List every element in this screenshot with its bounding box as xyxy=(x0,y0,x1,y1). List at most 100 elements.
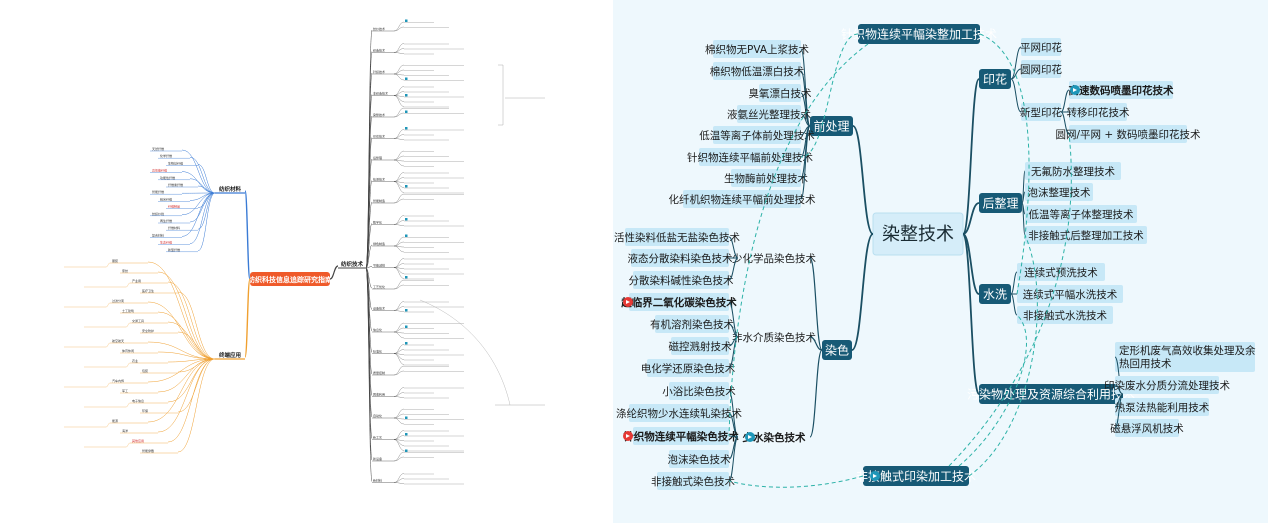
wastewater-item-box xyxy=(1115,342,1255,372)
line-pretreatment-item xyxy=(800,92,811,127)
low-water-item-label: 泡沫染色技术 xyxy=(668,453,731,466)
left-materials-leaf: 纳米纤维 xyxy=(160,196,172,201)
left-tech-sub-marker xyxy=(405,218,408,221)
left-application-subconnector xyxy=(125,322,131,328)
small-chem-item: 活性染料低盐无盐染色技术 xyxy=(614,228,740,246)
left-tech-leaf: 节能减排 xyxy=(373,263,385,268)
branch-dyeing-box xyxy=(822,340,852,360)
wastewater-item-box xyxy=(1115,398,1209,416)
pretreatment-item: 针织物连续平幅前处理技术 xyxy=(687,148,813,166)
non-water-item-label: 磁控溅射技术 xyxy=(669,340,732,353)
pretreatment-item-label: 生物酶前处理技术 xyxy=(724,172,808,185)
left-application-leaf: 医疗卫生 xyxy=(142,288,154,293)
left-tech-leaf: 设备技术 xyxy=(373,306,385,311)
top-box-knitted-continuous-box xyxy=(858,24,980,44)
left-application-connector xyxy=(177,358,216,453)
left-tech-subconnector xyxy=(393,91,405,96)
left-materials-connector xyxy=(189,192,216,244)
pretreatment-item-label: 棉织物低温漂白技术 xyxy=(710,65,805,78)
line-center-printing xyxy=(962,78,980,235)
finishing-item-box xyxy=(1025,205,1137,223)
left-branch-line-application xyxy=(244,278,251,358)
left-tech-subconnector xyxy=(393,181,405,193)
left-tech-sub-marker xyxy=(405,110,408,113)
left-materials-leaf: 新型纤维 xyxy=(168,247,180,252)
finishing-item-label: 无氟防水整理技术 xyxy=(1031,165,1115,178)
left-tech-subconnector xyxy=(393,263,405,268)
left-application-connector xyxy=(157,358,216,393)
wastewater-item-box xyxy=(1115,419,1179,437)
printing-item: 新型印花 xyxy=(1020,103,1062,121)
small-chem-item-box xyxy=(633,271,729,289)
left-tech-subconnector xyxy=(393,322,405,333)
washing-item: 非接触式水洗技术 xyxy=(1017,306,1113,324)
non-water-item-box xyxy=(671,337,729,355)
pretreatment-item: 棉织物低温漂白技术 xyxy=(710,62,805,80)
pretreatment-item-box xyxy=(731,169,801,187)
left-tech-sub-marker xyxy=(405,309,408,312)
left-mindmap-panel: 纺织科技信息追踪研究指南纺织材料终端应用纺织技术天然纤维化学纤维生物基纤维高性能… xyxy=(0,0,600,523)
left-tech-subconnector xyxy=(393,392,405,397)
left-materials-connector xyxy=(197,192,216,230)
left-tech-sub-marker xyxy=(405,276,408,279)
pretreatment-item-box xyxy=(759,84,801,102)
left-application-leaf: 服装 xyxy=(112,258,118,263)
wastewater-item: 热泵法热能利用技术 xyxy=(1115,398,1210,416)
left-tech-leaf: 染整技术 xyxy=(373,112,385,117)
left-application-subconnector xyxy=(125,442,131,448)
left-tech-subconnector xyxy=(393,473,405,483)
left-application-leaf: 环保 xyxy=(142,408,148,413)
non-water-item: 磁控溅射技术 xyxy=(669,337,732,355)
left-tech-subconnector xyxy=(393,177,405,182)
line-dyeing-low-water xyxy=(809,349,823,438)
washing-item-box xyxy=(1017,263,1105,281)
top-box-knitted-continuous: 针织物连续平幅染整加工技术 xyxy=(841,24,997,44)
dash-bottom-to-finishing xyxy=(968,234,1038,477)
branch-pretreatment: 前处理 xyxy=(810,116,853,136)
left-materials-leaf: 复合材料 xyxy=(152,232,164,237)
non-water-item-label: 电化学还原染色技术 xyxy=(641,362,736,375)
left-application-subconnector xyxy=(105,422,111,428)
low-water-item-box xyxy=(669,450,729,468)
left-tech-sub-marker xyxy=(405,234,408,237)
wastewater-item-label: 磁悬浮风机技术 xyxy=(1110,422,1184,435)
pretreatment-item: 化纤机织物连续平幅前处理技术 xyxy=(669,190,816,208)
left-application-leaf: 航空航天 xyxy=(112,338,124,343)
left-summary-bracket-1 xyxy=(498,64,504,126)
left-branch-line-materials xyxy=(244,190,251,280)
left-tech-subconnector xyxy=(393,69,405,75)
branch-washing-box xyxy=(979,284,1011,304)
line-dyeing-small-chem xyxy=(809,257,823,351)
right-mindmap-panel: 染整技术前处理染色印花后整理水洗污染物处理及资源综合利用技术针织物连续平幅染整加… xyxy=(613,0,1268,523)
new-printing-item-box xyxy=(1069,81,1173,99)
washing-item-label: 连续式平幅水洗技术 xyxy=(1023,288,1118,301)
branch-dyeing-label: 染色 xyxy=(825,343,849,358)
left-center-box xyxy=(250,272,330,286)
left-tech-subconnector xyxy=(393,236,405,247)
non-water-item: 超临界二氧化碳染色技术 xyxy=(620,293,737,311)
line-pretreatment-item xyxy=(800,125,811,200)
wastewater-item-label: 印染废水分质分流处理技术 xyxy=(1104,379,1230,392)
branch-wastewater-box xyxy=(979,384,1123,404)
pretreatment-item-label: 液氨丝光整理技术 xyxy=(727,108,811,121)
line-printing-item xyxy=(1010,68,1022,80)
line-printing-item xyxy=(1010,78,1022,113)
pretreatment-item-box xyxy=(683,190,801,208)
wastewater-item: 印染废水分质分流处理技术 xyxy=(1104,376,1230,394)
left-tech-subconnector xyxy=(393,138,405,140)
non-water-item-label: 有机溶剂染色技术 xyxy=(650,318,734,331)
washing-item-box xyxy=(1017,285,1123,303)
new-printing-item-label: 圆网/平网 + 数码喷墨印花技术 xyxy=(1055,128,1201,141)
left-materials-leaf: 再生纤维 xyxy=(160,218,172,223)
left-tech-subconnector xyxy=(393,112,405,118)
left-tech-subconnector xyxy=(393,478,405,483)
left-application-connector xyxy=(157,358,216,433)
line-small-chem-item xyxy=(728,257,739,281)
left-tech-sub-marker xyxy=(405,19,408,22)
line-center-dyeing xyxy=(851,233,874,351)
left-tech-leaf: 数字化 xyxy=(373,220,382,225)
left-application-connector xyxy=(167,358,216,403)
branch-washing: 水洗 xyxy=(979,284,1011,304)
left-application-connector xyxy=(147,358,216,423)
left-center-node: 纺织科技信息追踪研究指南 xyxy=(248,272,332,286)
